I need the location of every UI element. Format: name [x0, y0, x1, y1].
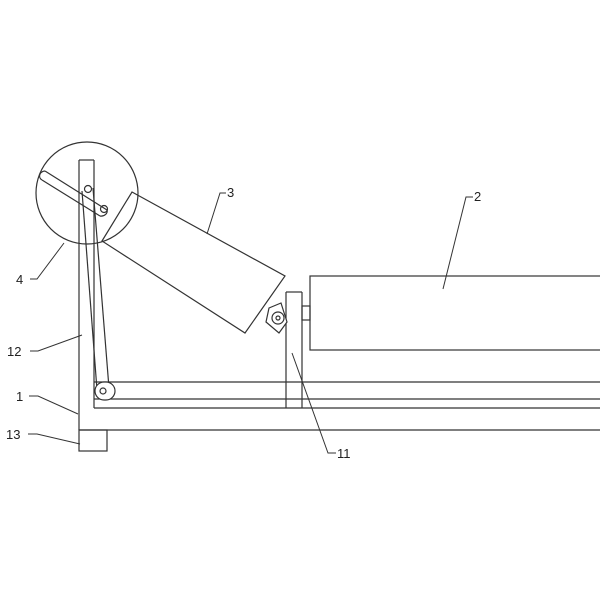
label-1: 1: [16, 389, 23, 404]
support-post: [285, 291, 303, 408]
foot-block: [78, 429, 108, 452]
link-bar: [81, 187, 110, 391]
leader-12: [30, 334, 83, 352]
detail-circle-4: [35, 141, 139, 245]
label-13: 13: [6, 427, 20, 442]
leader-13: [28, 433, 81, 445]
leader-1: [29, 395, 79, 415]
label-11: 11: [337, 446, 351, 461]
bottom-pivot: [94, 381, 116, 401]
inclined-roller: [101, 191, 286, 334]
label-12: 12: [7, 344, 21, 359]
leader-lines: [28, 192, 473, 454]
base-frame: [79, 407, 600, 431]
lower-rail: [94, 381, 600, 400]
leader-4: [30, 242, 65, 280]
label-3: 3: [227, 185, 234, 200]
label-2: 2: [474, 189, 481, 204]
leader-11: [291, 352, 336, 454]
leader-3: [206, 192, 226, 235]
horizontal-roller: [301, 275, 600, 351]
hinge-pivot: [265, 302, 288, 334]
label-4: 4: [16, 272, 23, 287]
leader-2: [442, 196, 473, 290]
